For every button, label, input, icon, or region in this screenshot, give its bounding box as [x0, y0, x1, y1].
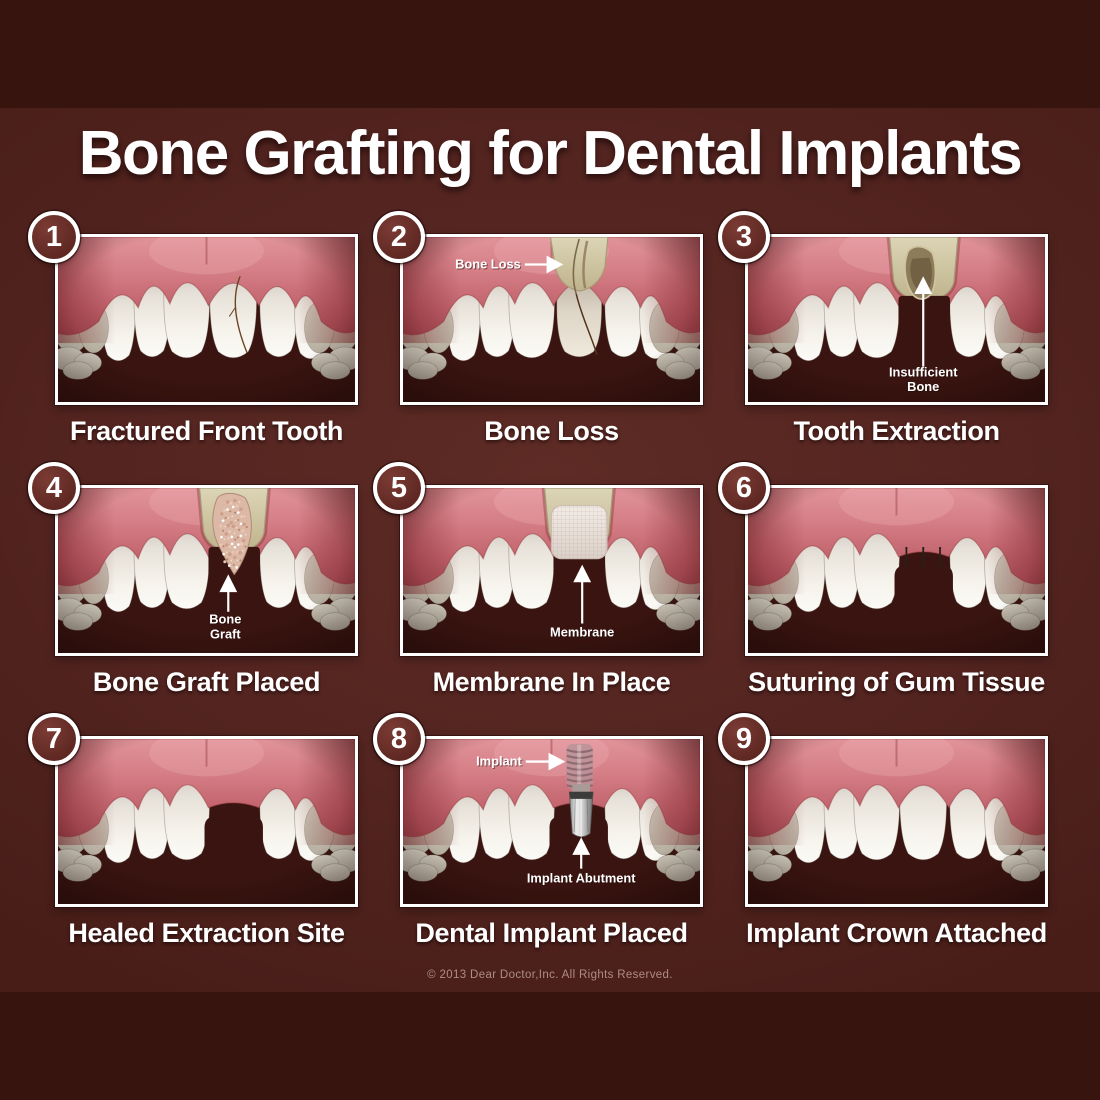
step-number-badge: 9: [718, 713, 770, 765]
figure-label-shadow: Bone: [210, 613, 242, 628]
step-number-badge: 8: [373, 713, 425, 765]
right-arrow: [524, 255, 564, 274]
illustration-crown: [748, 739, 1045, 904]
figure-label-shadow: Membrane: [551, 625, 615, 640]
illustration-sutured: [748, 488, 1045, 653]
step-number-badge: 1: [28, 211, 80, 263]
panel-caption: Membrane In Place: [432, 667, 671, 697]
panel-caption: Bone Graft Placed: [92, 667, 321, 697]
figure-label: Bone: [209, 612, 241, 627]
illustration-frame: [745, 736, 1048, 907]
step-number-badge: 4: [28, 462, 80, 514]
illustration-healed: [58, 739, 355, 904]
figure-label: Bone Loss: [455, 256, 521, 271]
panel-caption: Bone Loss: [484, 416, 619, 446]
illustration-frame: [55, 736, 358, 907]
right-arrow: [525, 752, 566, 771]
panel-9-crown: 9 Implant Crown Attached: [718, 713, 1048, 949]
vignette: [748, 488, 1045, 653]
illustration-cracked: [58, 237, 355, 402]
panel-caption: Tooth Extraction: [793, 416, 1000, 446]
step-number-badge: 2: [373, 211, 425, 263]
vignette: [748, 237, 1045, 402]
up-arrow: [573, 564, 592, 624]
illustration-frame: [745, 485, 1048, 656]
page-title: Bone Grafting for Dental Implants: [78, 119, 1023, 188]
figure-label-shadow: Bone Loss: [456, 257, 522, 272]
step-number-badge: 7: [28, 713, 80, 765]
panel-7-healed: 7 Healed Extraction Site: [28, 713, 358, 949]
figure-label: Implant Abutment: [527, 870, 636, 885]
panel-caption: Healed Extraction Site: [68, 918, 345, 948]
figure-label: Graft: [210, 626, 241, 641]
vignette: [58, 488, 355, 653]
figure-label-shadow: Bone: [908, 380, 940, 395]
up-arrow: [219, 574, 238, 612]
vignette: [748, 739, 1045, 904]
step-number-badge: 5: [373, 462, 425, 514]
figure-label-shadow: Graft: [211, 627, 242, 642]
panel-1-cracked: 1 Fractured Front Tooth: [28, 211, 358, 447]
panel-caption: Dental Implant Placed: [415, 918, 688, 948]
vignette: [58, 739, 355, 904]
vignette: [58, 237, 355, 402]
copyright-text: © 2013 Dear Doctor,Inc. All Rights Reser…: [427, 969, 673, 981]
panel-caption: Suturing of Gum Tissue: [748, 667, 1045, 697]
vignette: [403, 488, 700, 653]
figure-label: Bone: [907, 379, 939, 394]
step-number-badge: 3: [718, 211, 770, 263]
up-arrow: [572, 837, 591, 869]
figure-label-shadow: Insufficient: [890, 365, 959, 380]
figure-label: Implant: [476, 754, 522, 769]
figure-label: Insufficient: [889, 365, 958, 380]
panel-caption: Fractured Front Tooth: [69, 416, 344, 446]
figure-label-shadow: Implant Abutment: [528, 871, 637, 886]
illustration-frame: [55, 234, 358, 405]
figure-label: Membrane: [550, 624, 614, 639]
up-arrow: [914, 276, 933, 367]
panel-6-sutured: 6 Suturing of Gum Tissue: [718, 462, 1048, 698]
panel-caption: Implant Crown Attached: [746, 918, 1047, 948]
figure-label-shadow: Implant: [477, 755, 523, 770]
step-number-badge: 6: [718, 462, 770, 514]
